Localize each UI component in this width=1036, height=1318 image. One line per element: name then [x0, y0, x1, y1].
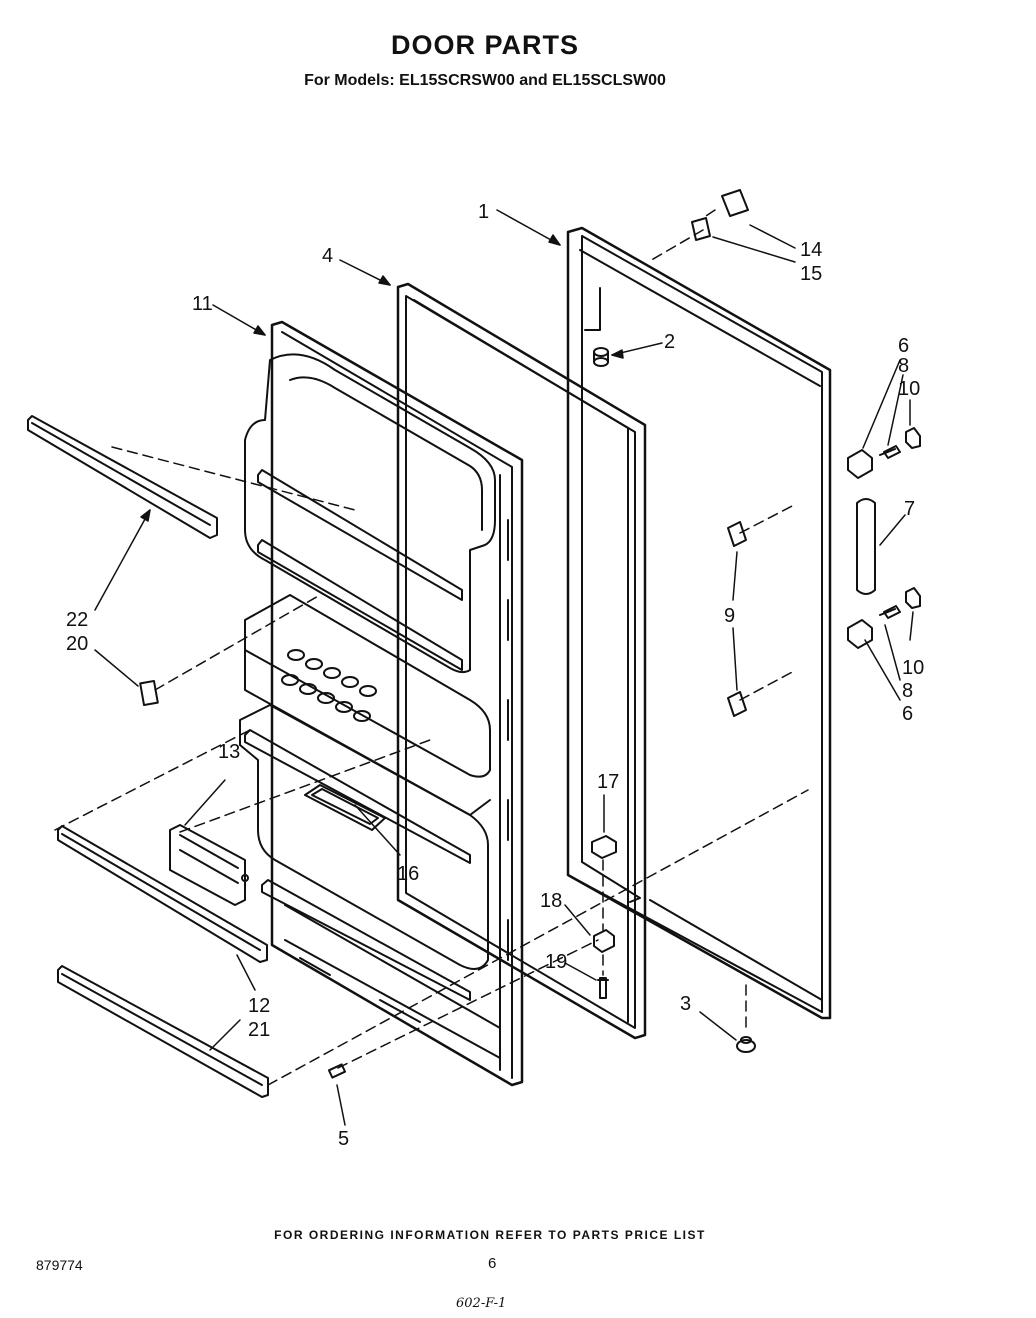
ordering-note: FOR ORDERING INFORMATION REFER TO PARTS … [274, 1228, 706, 1242]
document-number: 879774 [36, 1257, 83, 1273]
label-20 [139, 679, 159, 707]
callout-3: 3 [680, 993, 691, 1015]
lower-hinge [847, 587, 921, 649]
callout-7: 7 [904, 498, 915, 520]
callout-14: 14 [800, 239, 822, 261]
page-title: DOOR PARTS [390, 30, 579, 60]
callout-19: 19 [545, 951, 567, 973]
callout-21: 21 [248, 1019, 270, 1041]
door-stop-5 [327, 1063, 347, 1079]
bracket-17 [591, 835, 617, 859]
callout-8-upper: 8 [898, 355, 909, 377]
callout-11: 11 [192, 293, 213, 315]
callout-20: 20 [66, 633, 88, 655]
callout-8-lower: 8 [902, 680, 913, 702]
screw-19 [597, 977, 609, 999]
top-plug-14 [721, 189, 749, 217]
door-gasket [396, 282, 647, 1040]
callout-10-upper: 10 [898, 378, 920, 400]
callout-6-lower: 6 [902, 703, 913, 725]
bushing-2 [593, 347, 609, 367]
callout-17: 17 [597, 771, 619, 793]
callout-4: 4 [322, 245, 333, 267]
dairy-door-13 [169, 824, 249, 906]
callout-12: 12 [248, 995, 270, 1017]
door-shelf-21 [57, 965, 269, 1098]
callout-18: 18 [540, 890, 562, 912]
top-plug-15 [691, 217, 711, 241]
inner-door-liner [239, 320, 524, 1087]
page-number: 6 [488, 1255, 497, 1272]
bushing-3 [736, 1036, 756, 1053]
callout-22: 22 [66, 609, 88, 631]
callout-13: 13 [218, 741, 240, 763]
callout-2: 2 [664, 331, 675, 353]
door-shelf-12 [57, 825, 268, 963]
door-handle-7 [856, 498, 876, 595]
model-subtitle: For Models: EL15SCRSW00 and EL15SCLSW00 [304, 72, 666, 89]
stop-18 [593, 929, 615, 953]
callout-16: 16 [397, 863, 419, 885]
door-shelf-22 [27, 415, 218, 539]
upper-hinge [847, 427, 921, 479]
callout-leaders [94, 209, 914, 1126]
callout-5: 5 [338, 1128, 349, 1150]
handwritten-note: 602-F-1 [456, 1296, 507, 1311]
egg-tray [281, 649, 377, 722]
callout-6-upper: 6 [898, 335, 909, 357]
callout-numbers: 1 2 3 4 5 6 8 10 7 9 10 8 6 11 12 13 14 … [66, 201, 924, 1150]
assembly-lines [54, 209, 809, 1086]
callout-10-lower: 10 [902, 657, 924, 679]
callout-15: 15 [800, 263, 822, 285]
handle-16 [304, 784, 386, 831]
hinge-shim-9-lower [727, 691, 747, 717]
callout-1: 1 [478, 201, 489, 223]
outer-door-panel [566, 226, 832, 1020]
hinge-shim-9-upper [727, 521, 747, 547]
callout-9: 9 [724, 605, 735, 627]
